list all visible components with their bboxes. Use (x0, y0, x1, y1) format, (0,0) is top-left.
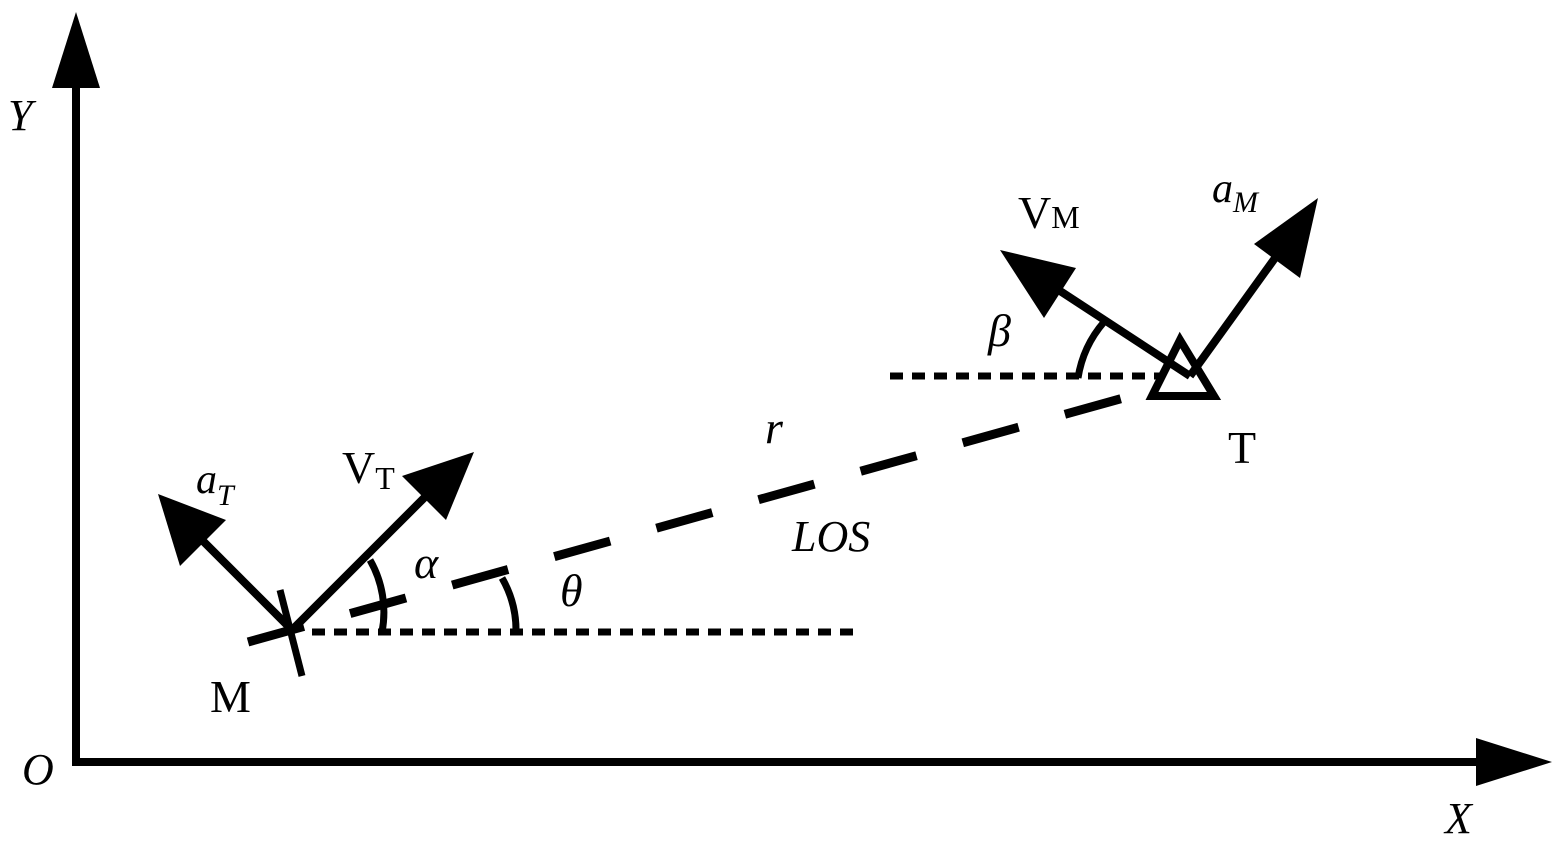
line-of-sight (246, 387, 1147, 647)
a-m-arrowhead (1254, 198, 1318, 278)
y-axis-arrowhead (52, 12, 100, 88)
target-label: T (1228, 422, 1256, 473)
a-t-label-base: a (196, 457, 217, 503)
a-t-vector (158, 494, 295, 633)
v-t-vector (289, 452, 474, 633)
v-t-arrowhead (402, 452, 474, 520)
a-m-label-sub: M (1232, 186, 1260, 219)
a-t-label: aT (196, 457, 236, 512)
v-t-label-sub: T (375, 460, 395, 496)
beta-angle-arc (1074, 319, 1107, 379)
a-t-arrowhead (158, 494, 226, 566)
x-axis (72, 738, 1552, 786)
alpha-label: α (414, 537, 439, 588)
theta-label: θ (560, 565, 583, 616)
v-t-label-base: V (342, 442, 375, 493)
alpha-angle-arc (366, 558, 388, 633)
y-axis (52, 12, 100, 765)
y-axis-label: Y (8, 91, 37, 140)
x-axis-label: X (1443, 794, 1474, 843)
a-t-label-sub: T (217, 479, 236, 512)
v-m-label-sub: M (1051, 199, 1079, 235)
v-m-label: VM (1018, 187, 1080, 238)
missile-label: M (210, 671, 251, 722)
v-m-label-base: V (1018, 187, 1051, 238)
a-m-label: aM (1212, 166, 1260, 219)
missile-marker (276, 589, 306, 677)
a-m-vector (1186, 198, 1318, 379)
origin-label: O (22, 745, 54, 794)
a-m-label-base: a (1212, 166, 1233, 212)
theta-angle-arc (498, 576, 520, 633)
v-t-label: VT (342, 442, 395, 496)
los-label: LOS (791, 512, 870, 561)
beta-label: β (987, 305, 1011, 356)
x-axis-arrowhead (1476, 738, 1552, 786)
range-label: r (765, 402, 784, 453)
v-m-vector (1000, 250, 1193, 380)
v-m-arrowhead (1000, 250, 1076, 318)
